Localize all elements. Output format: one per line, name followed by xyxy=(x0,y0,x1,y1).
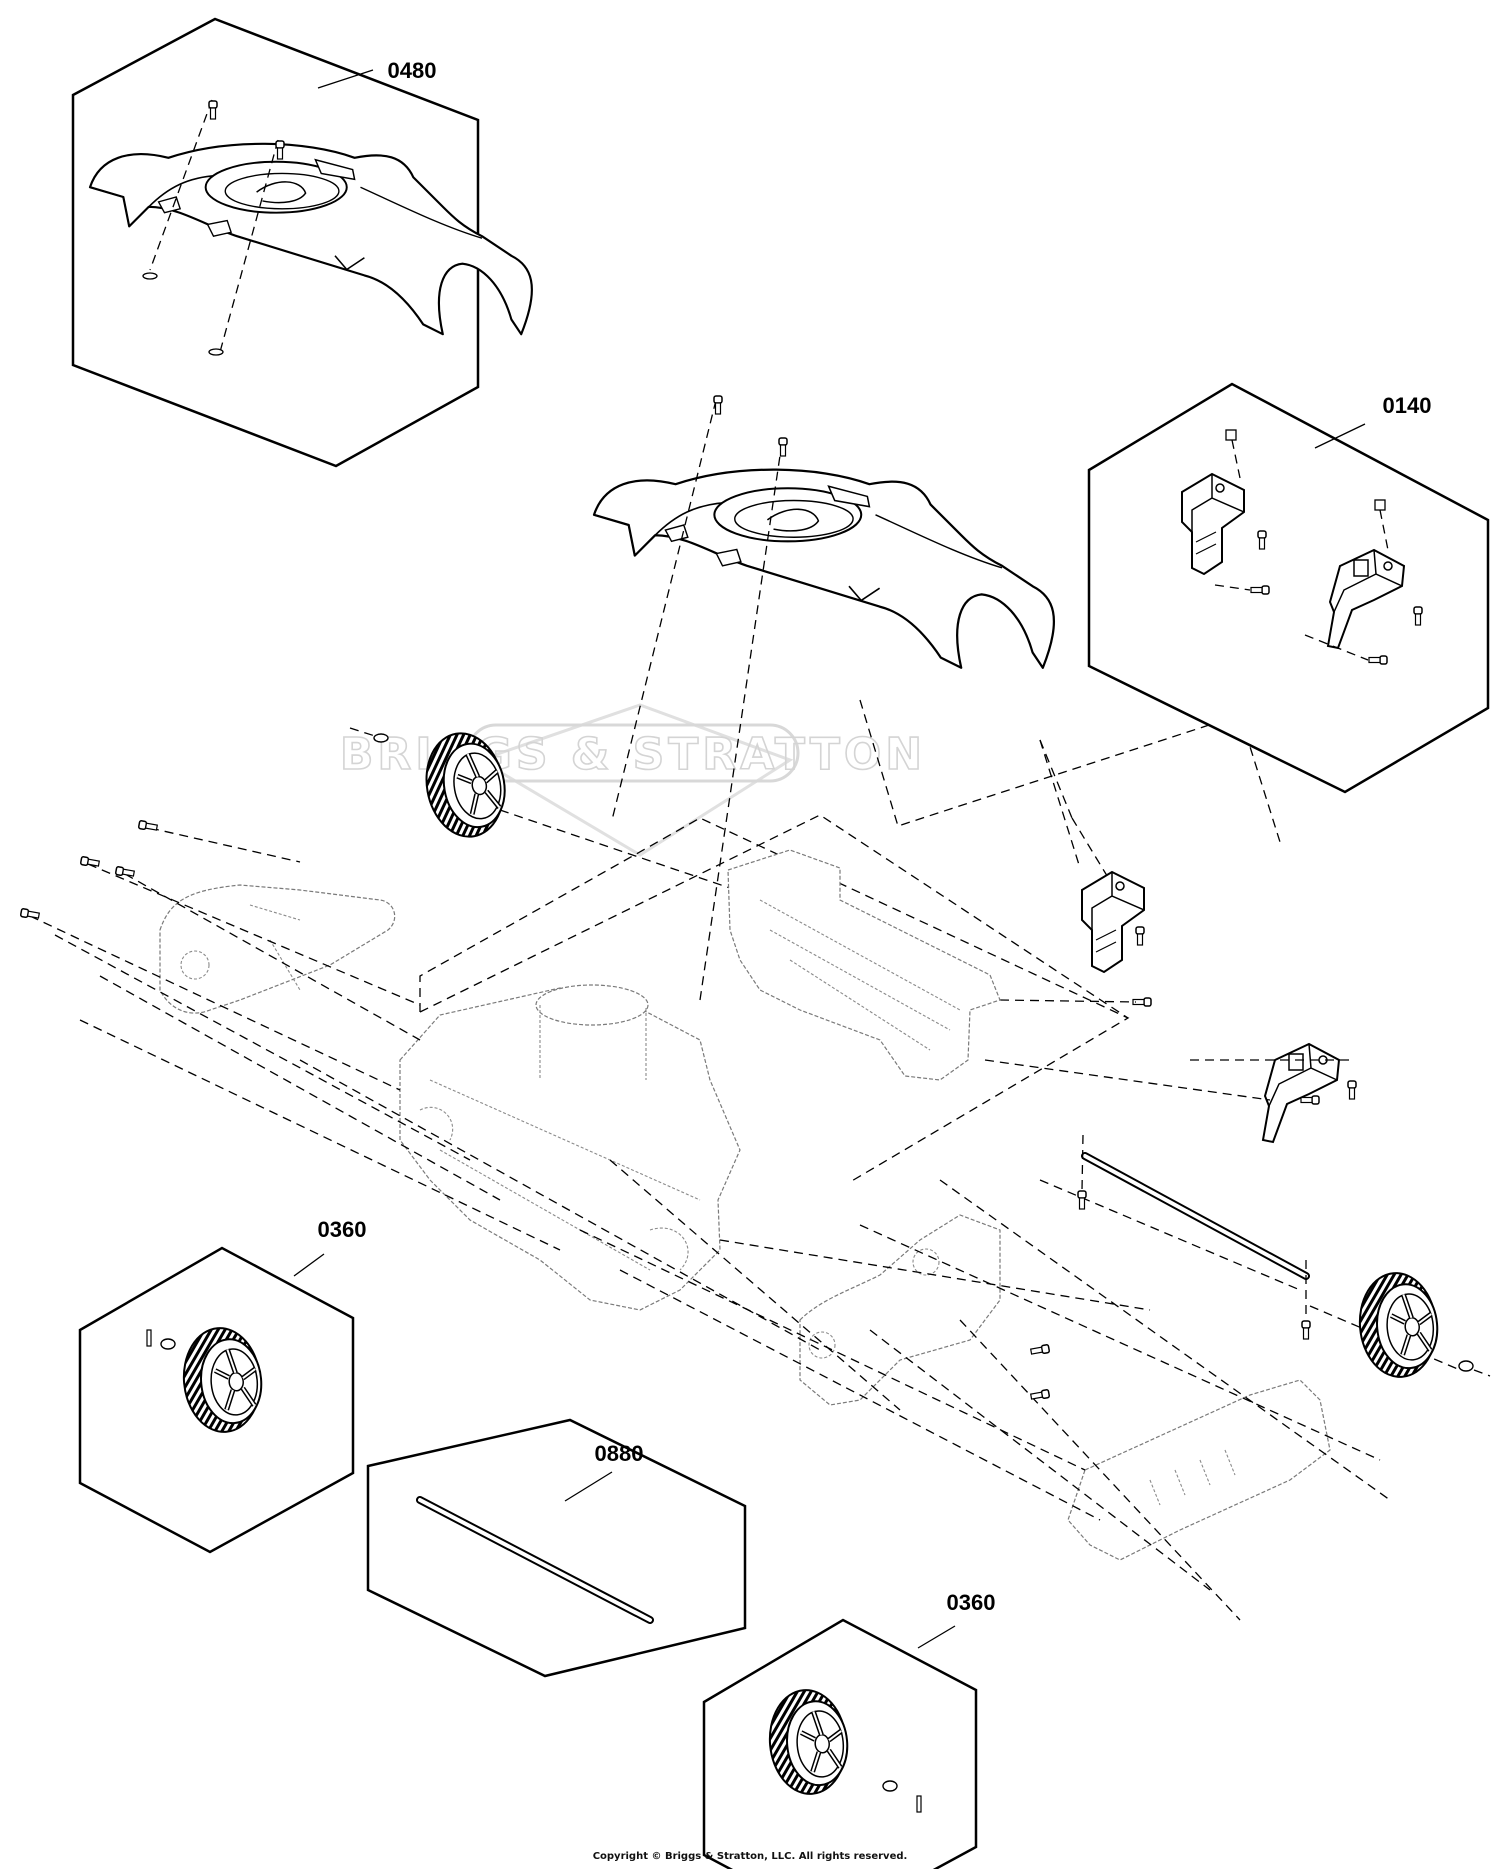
bracket-guide-lines xyxy=(859,699,1281,843)
callout-0360-left: 0360 xyxy=(318,1217,367,1242)
rear-axle[interactable] xyxy=(1077,1134,1311,1340)
deck-outline-lower xyxy=(419,817,1130,1183)
kit-0140-brackets[interactable]: 0140 xyxy=(1087,382,1490,794)
callout-0480: 0480 xyxy=(388,58,437,83)
height-bracket-rear[interactable] xyxy=(984,1043,1357,1143)
kit-0360-wheel-left[interactable]: 0360 xyxy=(78,1217,367,1554)
callout-0880: 0880 xyxy=(595,1441,644,1466)
copyright-notice: Copyright © Briggs & Stratton, LLC. All … xyxy=(592,1851,908,1862)
housing-assembly[interactable] xyxy=(592,395,1056,1001)
height-bracket-front[interactable] xyxy=(999,871,1152,1007)
callout-0140: 0140 xyxy=(1383,393,1432,418)
deck-outline-upper xyxy=(419,814,1129,1019)
assembly-lines xyxy=(29,827,1461,1621)
kit-0360-wheel-right[interactable]: 0360 xyxy=(702,1590,996,1869)
kit-0480-housing[interactable]: 0480 xyxy=(71,17,533,468)
rear-wheel[interactable] xyxy=(1356,1270,1491,1380)
chassis-ghosted xyxy=(159,849,1331,1561)
callout-0360-right: 0360 xyxy=(947,1590,996,1615)
kit-0880-axle[interactable]: 0880 xyxy=(366,1418,747,1678)
